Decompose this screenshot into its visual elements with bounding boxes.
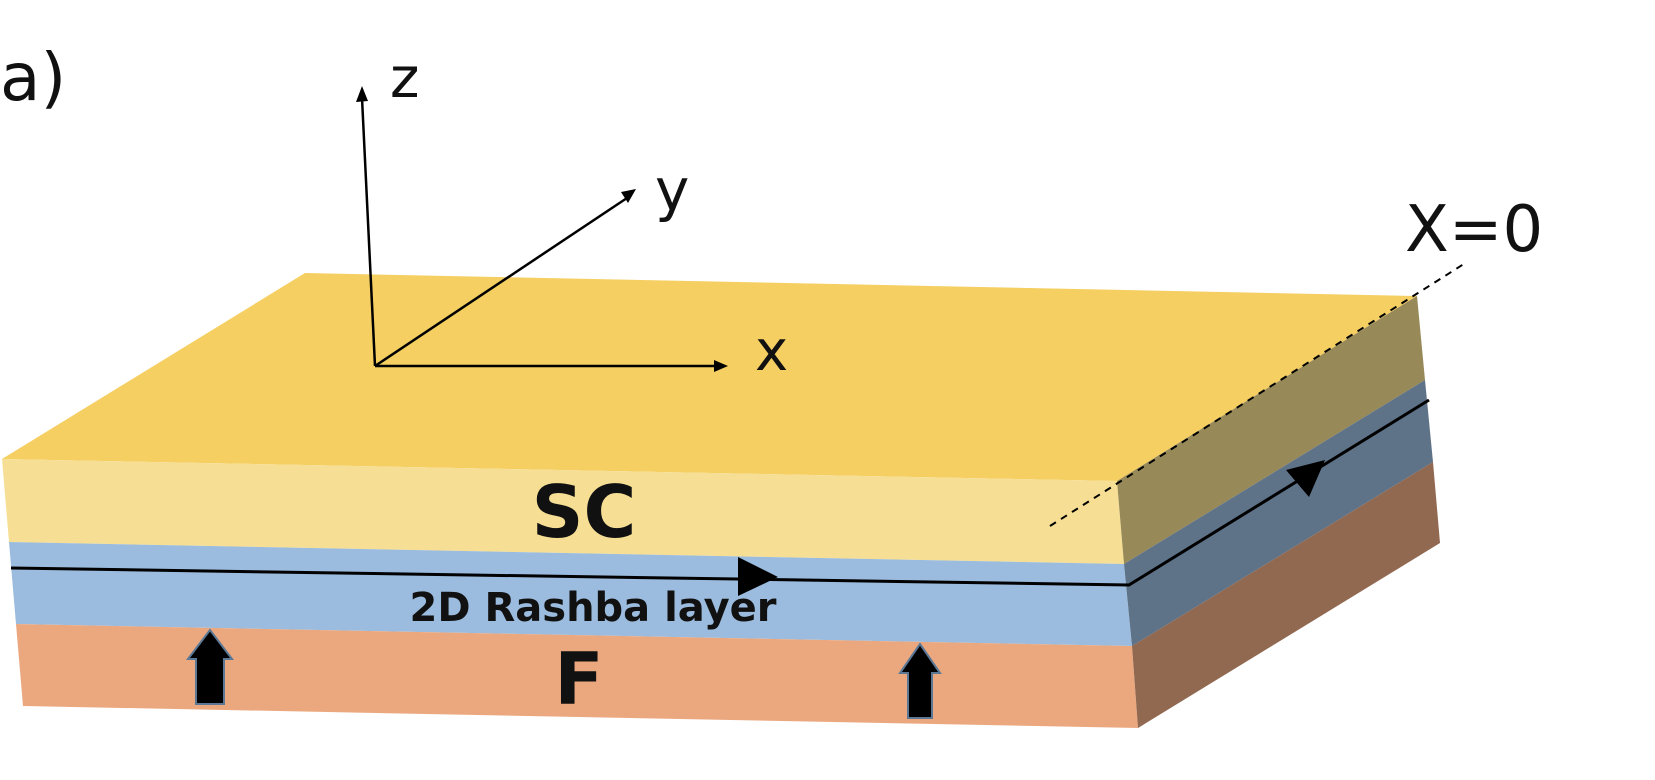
z-axis-arrowhead-icon — [356, 86, 368, 102]
edge-arrow-side-icon — [1286, 460, 1325, 497]
z-axis-line — [360, 97, 377, 367]
x-axis-label: x — [755, 319, 788, 384]
edge-state-line — [10, 398, 1430, 587]
z-axis-label: z — [390, 46, 419, 111]
panel-label: a) — [0, 39, 66, 116]
sc-top-face — [2, 273, 1417, 481]
boundary-dashed-line — [1049, 261, 1468, 527]
f-side-face — [1132, 462, 1440, 728]
rashba-layer-label: 2D Rashba layer — [410, 585, 777, 631]
boundary-label: X=0 — [1405, 193, 1543, 267]
sc-label: SC — [532, 470, 637, 554]
f-label: F — [554, 637, 603, 721]
rashba-front-face — [9, 542, 1132, 646]
edge-arrow-front-icon — [738, 557, 778, 596]
magnetization-arrow-left-icon — [185, 628, 235, 705]
x-axis-arrowhead-icon — [714, 360, 728, 372]
sc-side-face — [1117, 296, 1425, 564]
sc-front-face — [2, 459, 1124, 564]
y-axis-label: y — [655, 156, 689, 224]
magnetization-arrow-right-icon — [898, 642, 942, 719]
coordinate-axes — [356, 86, 728, 372]
y-axis-arrowhead-icon — [621, 189, 636, 203]
y-axis-line — [374, 196, 628, 368]
f-front-face — [16, 624, 1138, 728]
